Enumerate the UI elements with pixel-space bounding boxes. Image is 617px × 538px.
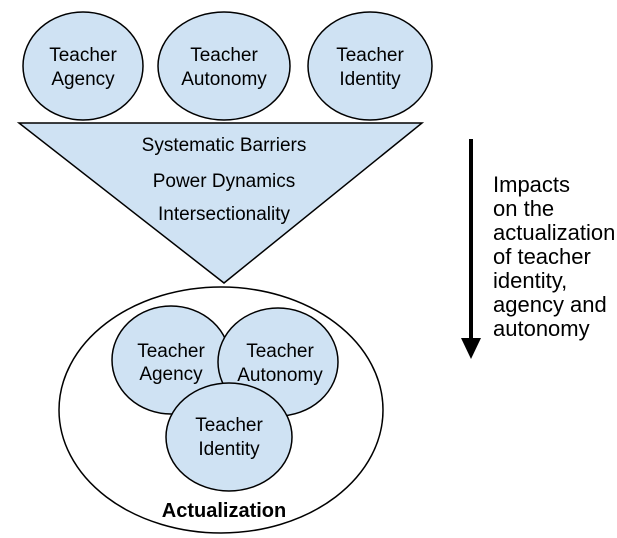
- top-identity-label-line-2: Identity: [339, 69, 401, 90]
- inner-autonomy-label-line-1: Teacher: [246, 341, 314, 362]
- funnel-item-systematic-barriers: Systematic Barriers: [142, 135, 307, 156]
- impact-arrow: [461, 139, 481, 359]
- side-note-line-6: agency and: [493, 292, 607, 317]
- funnel-item-intersectionality: Intersectionality: [158, 204, 291, 225]
- side-note-line-4: of teacher: [493, 244, 591, 269]
- impact-arrow-head: [461, 338, 481, 359]
- top-autonomy-label-line-2: Autonomy: [181, 69, 267, 90]
- funnel-group: Systematic Barriers Power Dynamics Inter…: [16, 122, 425, 284]
- inner-agency-label-line-2: Agency: [139, 364, 203, 385]
- side-note-line-7: autonomy: [493, 316, 590, 341]
- top-ellipse-autonomy: [157, 11, 291, 121]
- funnel-item-power-dynamics: Power Dynamics: [153, 171, 296, 192]
- inner-circle-identity: [165, 382, 293, 492]
- actualization-group: Teacher Agency Teacher Autonomy Teacher …: [58, 286, 384, 534]
- top-agency-label-line-1: Teacher: [49, 45, 117, 66]
- inner-agency-label-line-1: Teacher: [137, 341, 205, 362]
- top-row: Teacher Agency Teacher Autonomy Teacher …: [22, 11, 433, 121]
- inner-identity-label-line-1: Teacher: [195, 415, 263, 436]
- top-ellipse-identity: [307, 11, 433, 121]
- side-note-line-5: identity,: [493, 268, 567, 293]
- funnel-triangle: [16, 122, 425, 284]
- side-note: Impacts on the actualization of teacher …: [493, 172, 615, 341]
- actualization-label: Actualization: [162, 500, 286, 522]
- inner-identity-label-line-2: Identity: [198, 439, 260, 460]
- side-note-line-1: Impacts: [493, 172, 570, 197]
- inner-autonomy-label-line-2: Autonomy: [237, 365, 323, 386]
- top-identity-label-line-1: Teacher: [336, 45, 404, 66]
- side-note-line-3: actualization: [493, 220, 615, 245]
- top-agency-label-line-2: Agency: [51, 69, 115, 90]
- top-ellipse-agency: [22, 11, 144, 121]
- top-autonomy-label-line-1: Teacher: [190, 45, 258, 66]
- side-note-line-2: on the: [493, 196, 554, 221]
